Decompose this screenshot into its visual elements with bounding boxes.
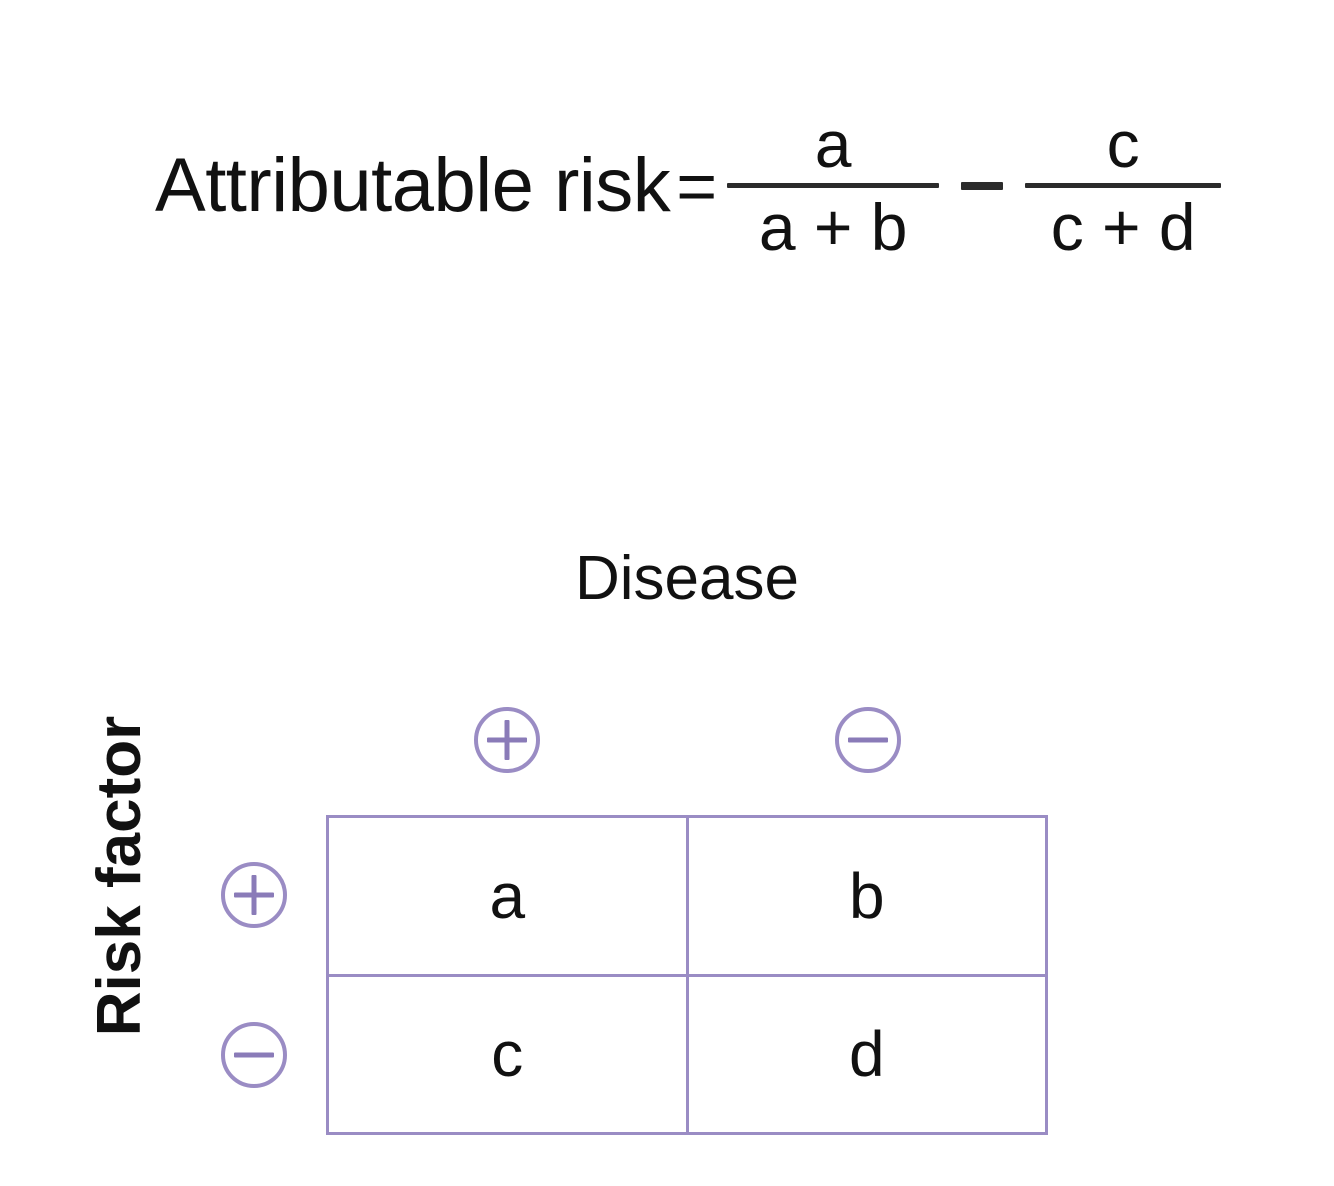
right-fraction-denominator: c + d: [1050, 189, 1196, 264]
circled-minus-icon-disease: [834, 707, 901, 773]
row-mark-cell-positive: [204, 815, 304, 975]
row-marks: [204, 815, 304, 1135]
left-fraction-numerator: a: [814, 107, 852, 182]
left-fraction: a a + b: [727, 107, 940, 264]
table-cell-c: c: [326, 973, 689, 1135]
right-fraction: c c + d: [1025, 107, 1222, 264]
table-row: c d: [326, 973, 1048, 1135]
right-fraction-bar: [1025, 182, 1222, 188]
attributable-risk-formula: Attributable risk = a a + b c c + d: [155, 96, 1225, 276]
table-row: a b: [326, 815, 1048, 977]
circled-plus-icon-risk-factor: [221, 862, 287, 928]
column-marks: [326, 707, 1048, 773]
right-fraction-numerator: c: [1106, 107, 1140, 182]
table-cell-d: d: [685, 973, 1048, 1135]
equals-sign: =: [676, 147, 718, 225]
table-cell-a: a: [326, 815, 689, 977]
formula-label: Attributable risk: [155, 143, 671, 228]
column-mark-cell-positive: [326, 707, 687, 773]
left-fraction-bar: [727, 182, 940, 188]
circled-minus-icon-risk-factor: [221, 1022, 287, 1088]
minus-operator-icon: [961, 182, 1004, 190]
column-axis-title: Disease: [575, 544, 799, 613]
column-mark-cell-negative: [687, 707, 1048, 773]
circled-plus-icon-disease: [473, 707, 540, 773]
row-axis-title: Risk factor: [85, 715, 154, 1037]
row-mark-cell-negative: [204, 975, 304, 1135]
left-fraction-denominator: a + b: [758, 189, 908, 264]
table-cell-b: b: [685, 815, 1048, 977]
contingency-table: a b c d: [326, 815, 1048, 1135]
